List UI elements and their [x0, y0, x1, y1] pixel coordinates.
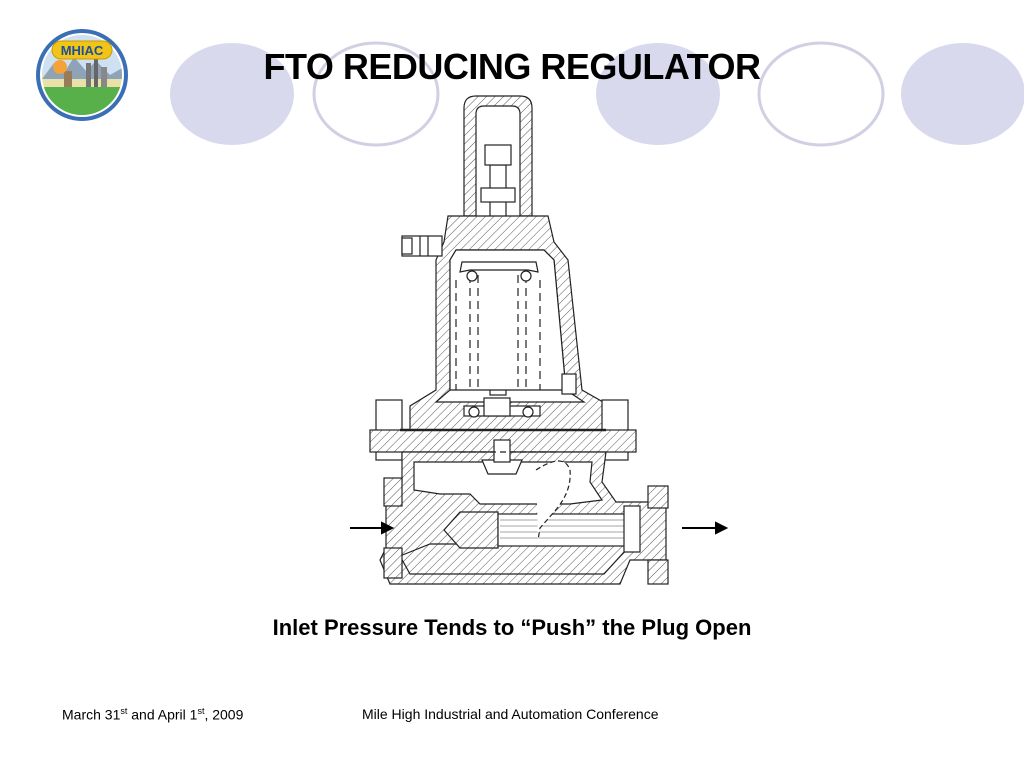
diagram-caption: Inlet Pressure Tends to “Push” the Plug …: [272, 615, 752, 640]
regulator-diagram: [350, 95, 729, 585]
lock-nut: [480, 187, 516, 203]
plug-stem: [497, 513, 627, 547]
plug-retainer: [623, 505, 641, 553]
circle-outline: [312, 41, 440, 147]
header-circles: [170, 41, 1024, 147]
inlet-arrow: [350, 521, 395, 535]
slide-title: FTO REDUCING REGULATOR: [263, 46, 761, 87]
logo-text: MHIAC: [61, 43, 104, 58]
circle-filled: [596, 43, 720, 145]
circle-filled: [170, 43, 294, 145]
spring-button-upper: [459, 261, 539, 273]
mhiac-logo: MHIAC: [36, 29, 128, 121]
vent: [561, 373, 577, 395]
circle-filled: [901, 43, 1024, 145]
footer-date: March 31st and April 1st, 2009: [62, 706, 244, 723]
hex-nut-top: [484, 144, 512, 166]
outlet-arrow: [682, 521, 729, 535]
lever-linkage: [535, 460, 571, 541]
circle-outline: [757, 41, 885, 147]
footer-conference: Mile High Industrial and Automation Conf…: [362, 706, 659, 722]
